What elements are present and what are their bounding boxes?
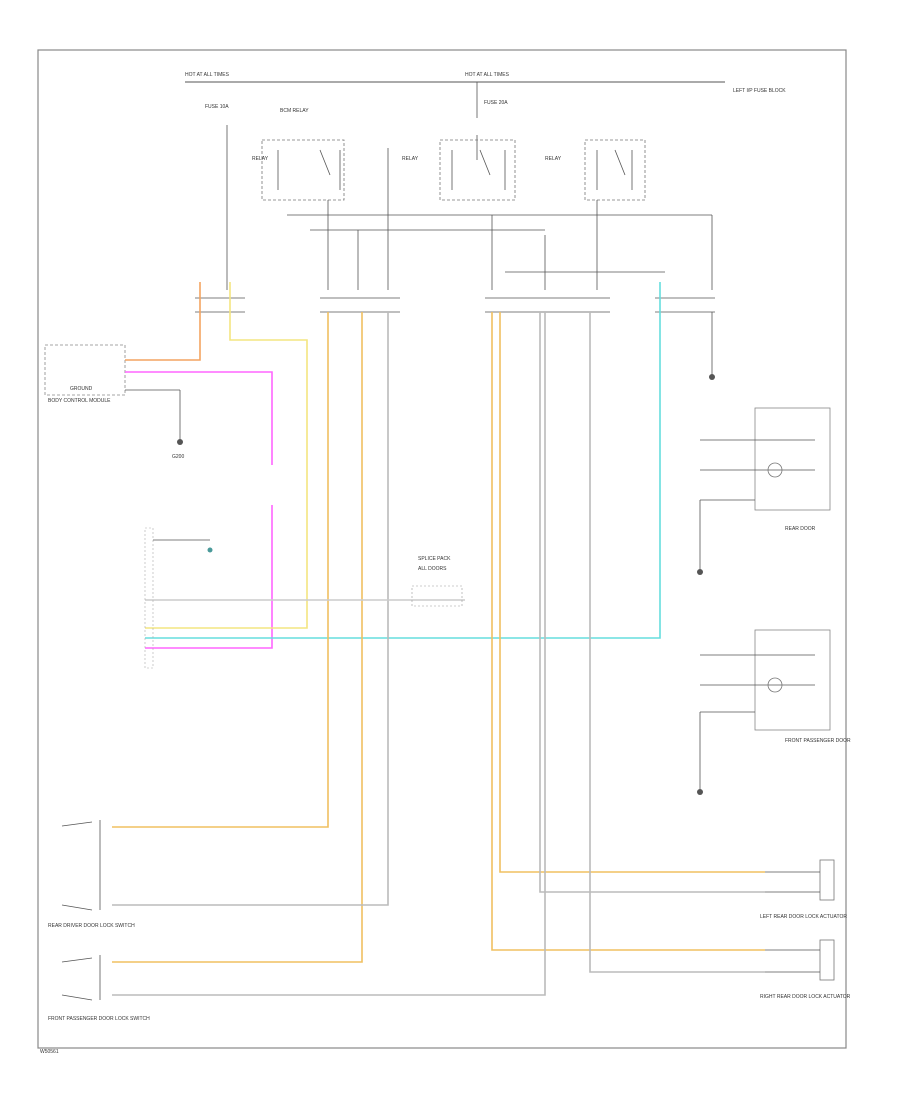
- right-rear-actuator: RIGHT REAR DOOR LOCK ACTUATOR: [760, 939, 851, 1000]
- top-relay-mid: RELAY: [402, 156, 419, 162]
- rear-driver-switch-label: REAR DRIVER DOOR LOCK SWITCH: [48, 923, 135, 929]
- right-ground-top: [709, 312, 715, 380]
- rear-door-block: REAR DOOR: [697, 407, 831, 575]
- pink-wire: [125, 371, 273, 465]
- top-fuse-center: FUSE 20A: [484, 100, 508, 106]
- top-relay-left: RELAY: [252, 156, 269, 162]
- lock-module-block: [144, 527, 213, 669]
- front-passenger-switch-label: FRONT PASSENGER DOOR LOCK SWITCH: [48, 1016, 150, 1022]
- orange-wire: [125, 282, 201, 361]
- bcm-block: BODY CONTROL MODULE GROUND G200: [44, 344, 184, 460]
- splice-pack: SPLICE PACK ALL DOORS: [411, 556, 463, 607]
- left-rear-actuator: LEFT REAR DOOR LOCK ACTUATOR: [760, 859, 847, 920]
- bcm-ground-g: G200: [172, 454, 184, 460]
- top-hot-right: LEFT I/P FUSE BLOCK: [733, 88, 786, 94]
- tan-wire-right-2: [499, 312, 765, 873]
- top-relay-body: BCM RELAY: [280, 108, 309, 114]
- bcm-label: BODY CONTROL MODULE: [48, 398, 111, 404]
- right-rear-actuator-label: RIGHT REAR DOOR LOCK ACTUATOR: [760, 994, 851, 1000]
- front-pass-door-block: FRONT PASSENGER DOOR: [697, 629, 851, 795]
- gray-wire-1: [112, 312, 389, 906]
- diagram-frame: [37, 49, 847, 1049]
- rear-driver-switch: REAR DRIVER DOOR LOCK SWITCH: [48, 820, 135, 929]
- top-bus: HOT AT ALL TIMES HOT AT ALL TIMES LEFT I…: [185, 72, 786, 162]
- fuse-drops: [226, 82, 478, 290]
- splice-note: ALL DOORS: [418, 566, 447, 572]
- relay-right: [584, 139, 646, 201]
- rear-door-label: REAR DOOR: [785, 526, 816, 532]
- tan-wire-left-2: [112, 312, 363, 963]
- splice-center: SPLICE PACK: [418, 556, 451, 562]
- front-passenger-switch: FRONT PASSENGER DOOR LOCK SWITCH: [48, 955, 150, 1022]
- top-hot-left: HOT AT ALL TIMES: [185, 72, 230, 78]
- tan-wire-left-1: [112, 312, 329, 828]
- tan-wire-right-1: [491, 312, 765, 951]
- top-hot-center: HOT AT ALL TIMES: [465, 72, 510, 78]
- connector-ticks: [195, 297, 715, 313]
- left-rear-actuator-label: LEFT REAR DOOR LOCK ACTUATOR: [760, 914, 847, 920]
- yellow-wire: [145, 282, 308, 629]
- front-pass-door-label: FRONT PASSENGER DOOR: [785, 738, 851, 744]
- pink-wire-lower: [145, 505, 273, 649]
- gray-wire-2: [112, 312, 546, 996]
- bcm-ground-label: GROUND: [70, 386, 93, 392]
- gray-wire-3: [539, 312, 765, 893]
- gray-wire-4: [589, 312, 765, 973]
- relay-left: [261, 139, 345, 201]
- page-code: W50561: [40, 1049, 59, 1055]
- top-relay-right: RELAY: [545, 156, 562, 162]
- relay-ground-bus: [287, 148, 713, 290]
- relay-mid: [439, 139, 516, 201]
- cyan-wire: [145, 282, 661, 639]
- top-fuse-left: FUSE 10A: [205, 104, 229, 110]
